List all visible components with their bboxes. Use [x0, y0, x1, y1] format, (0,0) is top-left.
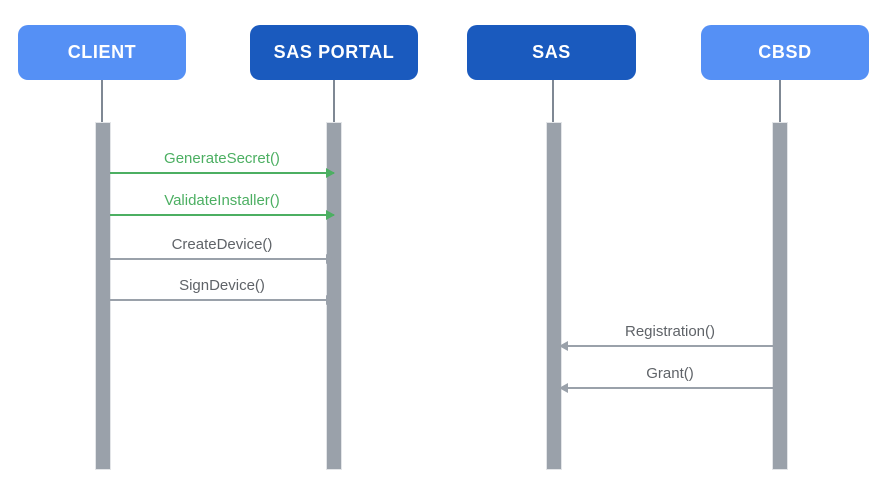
lifeline-sas: [552, 80, 554, 124]
lifeline-cbsd: [779, 80, 781, 124]
message-label-m5: Registration(): [624, 323, 716, 340]
message-m5: Registration(): [559, 323, 780, 351]
participant-box-cbsd[interactable]: CBSD: [701, 25, 869, 80]
participant-label-sas_portal: SAS PORTAL: [273, 42, 395, 62]
activation-bar-cbsd: [772, 122, 788, 470]
message-line-m1: [110, 172, 334, 174]
message-label-m1: GenerateSecret(): [164, 150, 280, 167]
lifeline-sas_portal: [333, 80, 335, 124]
message-m1: GenerateSecret(): [110, 150, 335, 178]
message-m6: Grant(): [559, 365, 780, 393]
arrowhead-right-icon: [326, 295, 335, 305]
lifeline-client: [101, 80, 103, 124]
activation-bar-sas: [546, 122, 562, 470]
participant-box-sas_portal[interactable]: SAS PORTAL: [250, 25, 418, 80]
arrowhead-left-icon: [559, 383, 568, 393]
activation-bar-client: [95, 122, 111, 470]
message-label-m2: ValidateInstaller(): [164, 192, 280, 209]
message-line-m3: [110, 258, 334, 260]
participant-label-client: CLIENT: [67, 42, 137, 62]
arrowhead-left-icon: [559, 341, 568, 351]
participant-box-client[interactable]: CLIENT: [18, 25, 186, 80]
participant-box-sas[interactable]: SAS: [467, 25, 636, 80]
message-label-m6: Grant(): [646, 365, 694, 382]
arrowhead-right-icon: [326, 254, 335, 264]
arrowhead-right-icon: [326, 168, 335, 178]
message-m2: ValidateInstaller(): [110, 192, 335, 220]
message-m3: CreateDevice(): [110, 236, 335, 264]
participant-label-sas: SAS: [532, 42, 571, 62]
message-line-m2: [110, 214, 334, 216]
message-label-m4: SignDevice(): [179, 277, 265, 294]
participant-label-cbsd: CBSD: [758, 42, 812, 62]
message-line-m5: [560, 345, 780, 347]
message-line-m4: [110, 299, 334, 301]
message-line-m6: [560, 387, 780, 389]
arrowhead-right-icon: [326, 210, 335, 220]
message-m4: SignDevice(): [110, 277, 335, 305]
message-label-m3: CreateDevice(): [171, 236, 273, 253]
